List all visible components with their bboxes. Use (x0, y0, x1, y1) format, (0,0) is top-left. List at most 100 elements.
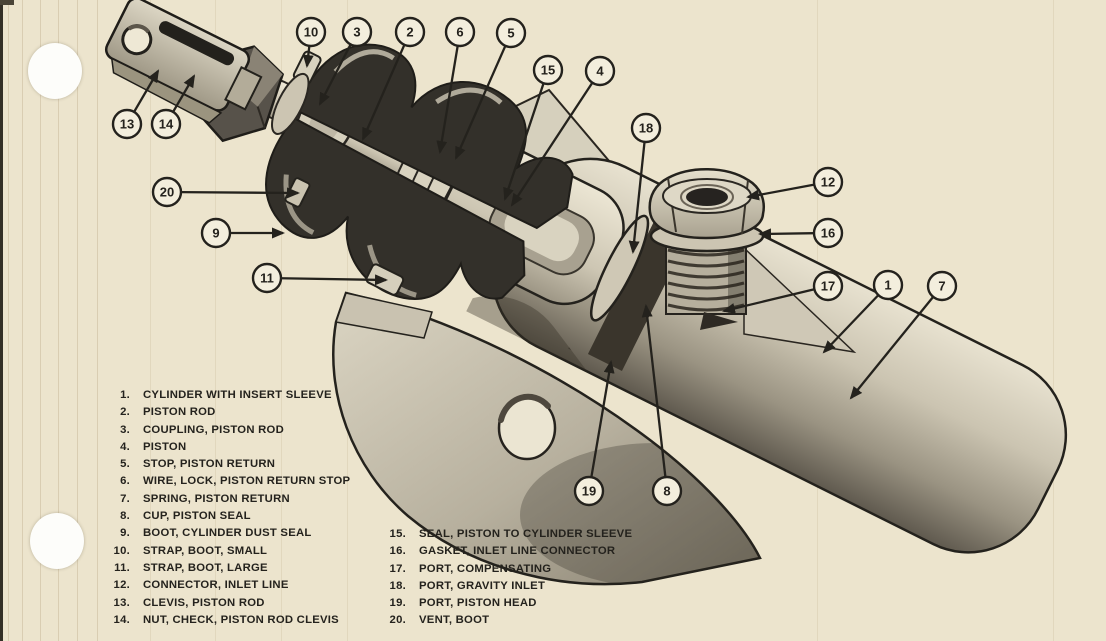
callout-4: 4 (510, 55, 616, 207)
callout-circle (630, 112, 662, 144)
paper-rule (40, 0, 41, 641)
part-number: 6. (120, 475, 130, 488)
part-label: COUPLING, PISTON ROD (143, 423, 284, 436)
part-number: 3. (120, 423, 130, 436)
parts-list-item: 7.SPRING, PISTON RETURN (96, 491, 350, 508)
part-number: 2. (120, 406, 130, 419)
callout-number: 5 (507, 26, 514, 41)
callout-19: 19 (573, 360, 615, 507)
callout-leader-line (454, 45, 507, 160)
part-label: CLEVIS, PISTON ROD (143, 596, 265, 609)
callout-circle (111, 108, 143, 140)
part-number: 19. (389, 597, 406, 610)
callout-circle (584, 55, 616, 87)
scan-smudge (0, 0, 14, 5)
callout-20: 20 (151, 176, 300, 208)
part-number: 5. (120, 458, 130, 471)
callout-18: 18 (628, 112, 662, 254)
callout-number: 13 (120, 117, 134, 132)
callout-circle (573, 475, 605, 507)
callout-number: 12 (821, 175, 835, 190)
clevis-slot (158, 21, 235, 66)
callout-leader-line (510, 82, 594, 207)
part-label: SPRING, PISTON RETURN (143, 492, 290, 505)
callout-number: 11 (260, 271, 274, 286)
callout-leader-line (849, 296, 935, 400)
callout-number: 4 (596, 64, 604, 79)
part-number: 4. (120, 440, 130, 453)
callout-15: 15 (503, 54, 564, 201)
part-label: PORT, PISTON HEAD (419, 597, 537, 610)
part-label: BOOT, CYLINDER DUST SEAL (143, 527, 312, 540)
part-label: PORT, COMPENSATING (419, 562, 552, 575)
callout-number: 8 (663, 484, 670, 499)
connector-bore (686, 188, 728, 206)
callout-circle (532, 54, 564, 86)
parts-list-item: 4.PISTON (96, 439, 350, 456)
parts-list-item: 3. COUPLING, PISTON ROD (96, 422, 350, 439)
parts-list-item: 16. GASKET, INLET LINE CONNECTOR (374, 543, 632, 560)
callout-9: 9 (200, 217, 285, 249)
callout-number: 3 (353, 25, 360, 40)
callout-leader-line (302, 45, 314, 68)
callout-leader-line (822, 294, 880, 354)
part-number: 15. (389, 528, 406, 540)
parts-list-item: 18.PORT, GRAVITY INLET (374, 578, 632, 595)
parts-list-item: 9.BOOT, CYLINDER DUST SEAL (96, 525, 350, 542)
callout-leader-line (641, 304, 667, 478)
part-label: CUP, PISTON SEAL (143, 510, 251, 523)
callout-number: 15 (541, 63, 555, 78)
parts-list-column-2: 15. SEAL, PISTON TO CYLINDER SLEEVE 16. GAS… (374, 526, 632, 630)
callout-circle (651, 475, 683, 507)
parts-list-item: 17.PORT, COMPENSATING (374, 561, 632, 578)
page-edge-shadow (0, 0, 3, 641)
callout-number: 14 (159, 117, 174, 132)
parts-list-column-1: 1. CYLINDER WITH INSERT SLEEVE 2. PISTON RO… (96, 387, 351, 629)
callout-leader-line (503, 82, 545, 201)
part-label: NUT, CHECK, PISTON ROD CLEVIS (143, 613, 339, 626)
callout-5: 5 (454, 17, 527, 160)
callout-3: 3 (318, 16, 373, 106)
part-label: WIRE, LOCK, PISTON RETURN STOP (143, 475, 351, 488)
callout-10: 10 (295, 16, 327, 68)
part-label: CONNECTOR, INLET LINE (143, 579, 289, 592)
paper-rule (281, 0, 282, 641)
callout-number: 19 (582, 484, 596, 499)
part-number: 10. (113, 544, 130, 557)
parts-list-item: 12.CONNECTOR, INLET LINE (96, 577, 350, 594)
part-label: STRAP, BOOT, LARGE (143, 561, 268, 574)
callout-circle (295, 16, 327, 48)
paper-rule (150, 0, 151, 641)
part-number: 14. (113, 613, 130, 626)
callout-circle (812, 217, 844, 249)
part-label: SEAL, PISTON TO CYLINDER SLEEVE (419, 528, 633, 540)
parts-list-item: 14. NUT, CHECK, PISTON ROD CLEVIS (96, 612, 350, 629)
parts-list-item: 13.CLEVIS, PISTON ROD (96, 595, 350, 612)
callout-number: 16 (821, 226, 835, 241)
callout-6: 6 (436, 16, 476, 154)
callout-number: 17 (821, 279, 835, 294)
callout-circle (495, 17, 527, 49)
callout-circle (444, 16, 476, 48)
part-label: GASKET, INLET LINE CONNECTOR (419, 545, 616, 558)
part-number: 11. (114, 561, 130, 574)
part-label: PISTON ROD (143, 406, 216, 419)
parts-list-item: 8.CUP, PISTON SEAL (96, 508, 350, 525)
part-number: 16. (389, 545, 406, 558)
callout-12: 12 (746, 166, 844, 201)
part-label: CYLINDER WITH INSERT SLEEVE (143, 389, 332, 401)
part-number: 1. (120, 389, 130, 401)
callout-leader-line (758, 228, 815, 240)
callout-leader-line (590, 360, 615, 478)
callout-number: 7 (938, 279, 945, 294)
parts-list-item: 6. WIRE, LOCK, PISTON RETURN STOP (96, 473, 350, 490)
compensating-port (700, 312, 738, 330)
callout-circle (926, 270, 958, 302)
callout-14: 14 (150, 74, 196, 140)
callout-number: 10 (304, 25, 318, 40)
callout-7: 7 (849, 270, 958, 400)
parts-list-item: 10.STRAP, BOOT, SMALL (96, 543, 350, 560)
